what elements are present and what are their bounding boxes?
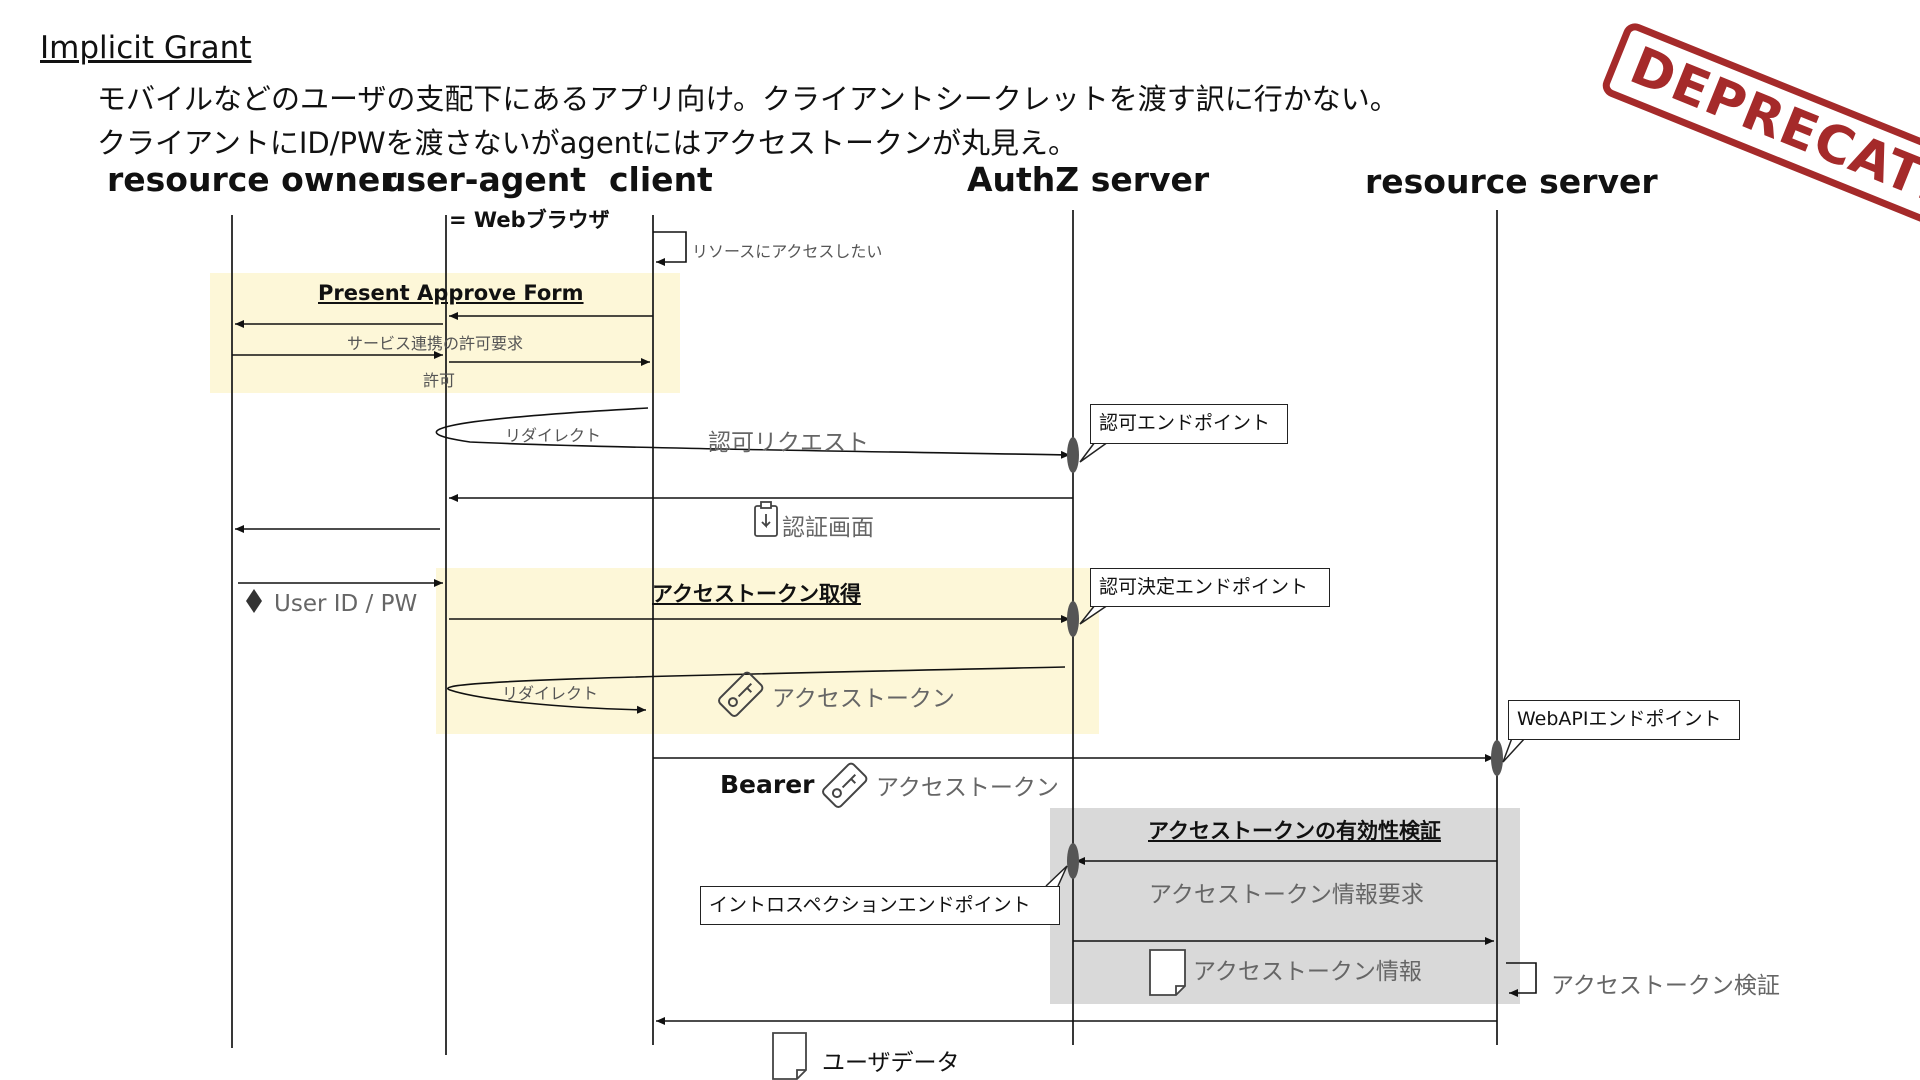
actor-resource-server: resource server	[1365, 162, 1658, 201]
arrow-redirect-authz-request	[435, 407, 1071, 459]
document-icon	[1149, 949, 1186, 996]
msg-bearer: Bearer	[720, 770, 815, 799]
actor-user-agent-sub: = Webブラウザ	[449, 208, 610, 232]
msg-bearer-token: アクセストークン	[876, 775, 1059, 801]
clipboard-icon	[754, 501, 778, 537]
box-title-token-validation: アクセストークンの有効性検証	[1148, 819, 1441, 843]
activation-authz-2	[1067, 601, 1079, 637]
callout-webapi-endpoint: WebAPIエンドポイント	[1508, 700, 1740, 740]
arrow-redirect-token	[447, 666, 1066, 714]
box-title-present-approve-form: Present Approve Form	[318, 281, 584, 305]
actor-resource-owner: resource owner	[107, 160, 397, 199]
arrow-token-verify	[1506, 962, 1537, 997]
msg-redirect-2: リダイレクト	[502, 684, 599, 703]
callout-decision-endpoint: 認可決定エンドポイント	[1090, 568, 1330, 607]
actor-client: client	[609, 160, 713, 199]
box-title-access-token-acquire: アクセストークン取得	[652, 582, 861, 606]
key-icon-bearer	[822, 762, 868, 808]
document-icon-user-data	[772, 1032, 807, 1080]
callout-pointer-introspection	[1045, 865, 1068, 887]
actor-authz-server: AuthZ server	[967, 160, 1210, 199]
msg-service-link-request: サービス連携の許可要求	[347, 334, 524, 353]
callout-authz-endpoint: 認可エンドポイント	[1090, 404, 1288, 444]
description-line-2: クライアントにID/PWを渡さないがagentにはアクセストークンが丸見え。	[97, 126, 1077, 160]
description-line-1: モバイルなどのユーザの支配下にあるアプリ向け。クライアントシークレットを渡す訳に…	[97, 82, 1399, 116]
present-approve-form-box	[210, 273, 680, 393]
token-validation-box	[1050, 808, 1520, 1004]
msg-token-info-request: アクセストークン情報要求	[1149, 882, 1424, 908]
activation-authz-3	[1067, 843, 1079, 879]
callout-pointer-decision	[1079, 604, 1109, 625]
access-token-acquire-box	[436, 568, 1099, 734]
msg-token-info: アクセストークン情報	[1193, 959, 1422, 985]
msg-user-id-pw: User ID / PW	[274, 591, 418, 617]
activation-authz-1	[1067, 437, 1079, 473]
msg-access-token: アクセストークン	[772, 686, 955, 712]
activation-resource	[1491, 740, 1503, 776]
callout-pointer-authz	[1079, 441, 1109, 463]
diamond-icon	[246, 589, 262, 613]
arrow-want-access	[653, 231, 687, 266]
page-title: Implicit Grant	[40, 30, 252, 66]
actor-user-agent: user-agent	[383, 160, 587, 199]
msg-user-data: ユーザデータ	[822, 1050, 960, 1076]
msg-authz-request: 認可リクエスト	[708, 430, 869, 456]
msg-token-verify: アクセストークン検証	[1551, 973, 1780, 999]
callout-pointer-webapi	[1502, 737, 1526, 763]
msg-auth-screen: 認証画面	[782, 515, 874, 541]
msg-redirect-1: リダイレクト	[505, 426, 602, 445]
msg-want-access: リソースにアクセスしたい	[692, 242, 883, 261]
callout-introspection-endpoint: イントロスペクションエンドポイント	[700, 886, 1060, 925]
key-icon	[718, 671, 764, 717]
msg-permit: 許可	[423, 371, 456, 390]
